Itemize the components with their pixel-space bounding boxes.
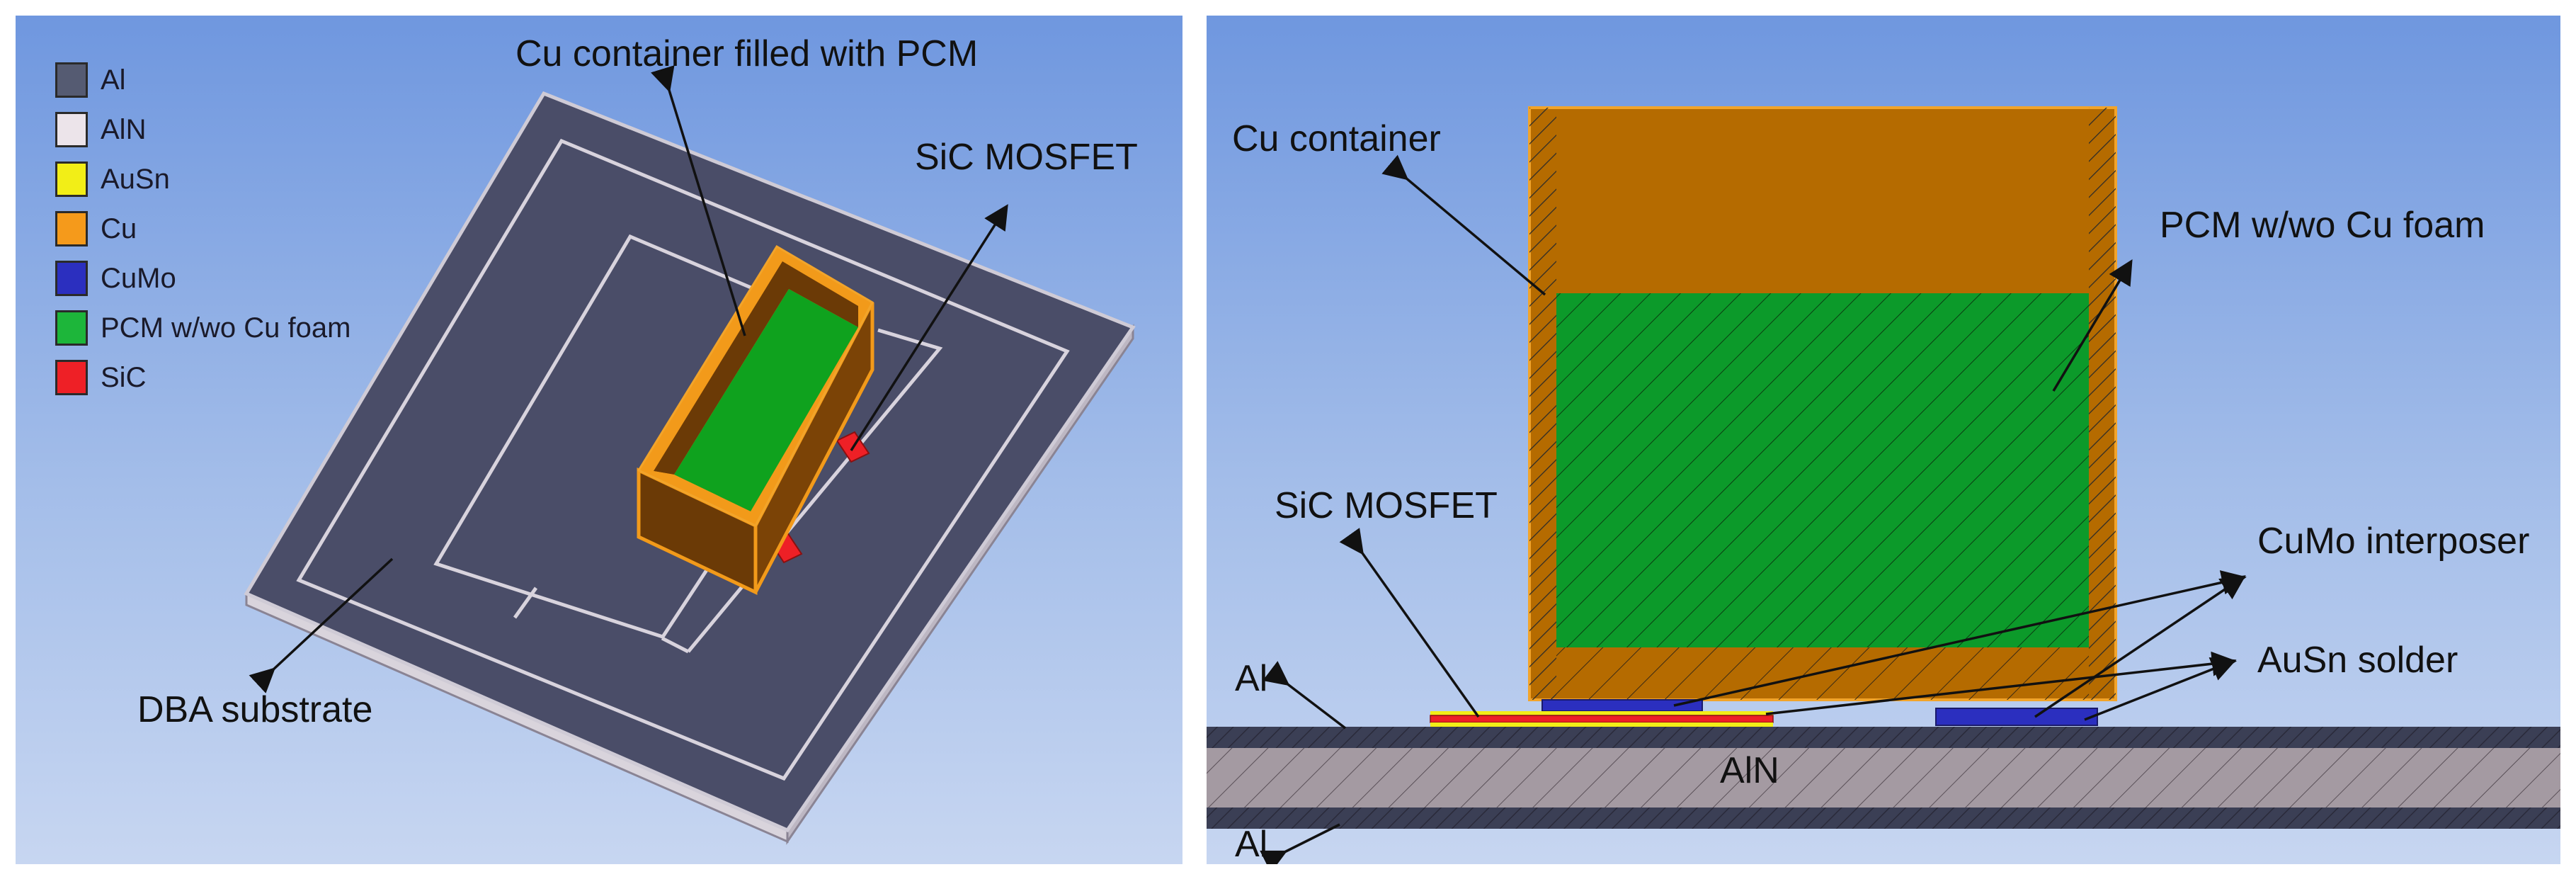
trace-cut-3 xyxy=(661,636,690,654)
legend-swatch xyxy=(55,62,88,98)
cu-wall-right xyxy=(2089,108,2116,700)
legend-swatch xyxy=(55,162,88,197)
cu-wall-left xyxy=(1529,108,1556,700)
pcm-fill-edge xyxy=(654,471,751,517)
isometric-view-panel: Al AlN AuSn Cu CuMo PCM w/wo Cu foam SiC… xyxy=(16,16,1182,864)
legend: Al AlN AuSn Cu CuMo PCM w/wo Cu foam SiC xyxy=(55,55,351,402)
legend-swatch xyxy=(55,310,88,346)
pcm-fill xyxy=(674,289,858,511)
cumo-interposer-2 xyxy=(1935,708,2098,726)
label-cumo-interposer: CuMo interposer xyxy=(2257,521,2530,562)
legend-item: AuSn xyxy=(55,154,351,204)
cu-base-hatch xyxy=(1556,647,2089,700)
al-top-hatch xyxy=(1207,727,2560,748)
leader-cumo-1 xyxy=(1673,570,2247,707)
legend-item: Cu xyxy=(55,204,351,254)
aln-hatch xyxy=(1207,748,2560,808)
legend-item: AlN xyxy=(55,105,351,154)
leader-container xyxy=(651,65,746,336)
leader-ausn-2 xyxy=(2084,657,2237,721)
label-cu-container: Cu container xyxy=(1232,118,1441,159)
label-al-bottom: Al xyxy=(1235,824,1268,864)
label-pcm: PCM w/wo Cu foam xyxy=(2160,205,2485,246)
legend-swatch xyxy=(55,112,88,147)
leader-substrate xyxy=(249,557,394,693)
ausn-solder-top xyxy=(1430,711,1773,715)
trace-cut-2 xyxy=(513,586,538,619)
outer-trace xyxy=(296,138,1070,781)
label-aln: AlN xyxy=(1720,750,1779,791)
leader-mosfet xyxy=(1339,528,1480,718)
legend-swatch xyxy=(55,211,88,246)
legend-label: AlN xyxy=(101,113,147,145)
label-sic-mosfet: SiC MOSFET xyxy=(915,137,1138,178)
leader-ausn-1 xyxy=(1765,651,2237,715)
leader-pcm xyxy=(2052,259,2133,392)
label-sic-mosfet: SiC MOSFET xyxy=(1275,485,1498,526)
label-cu-container-pcm: Cu container filled with PCM xyxy=(515,33,979,74)
label-al-top: Al xyxy=(1235,658,1268,699)
cu-box-inner-wall xyxy=(654,261,858,475)
legend-item: Al xyxy=(55,55,351,105)
cross-section-drawing xyxy=(1207,106,2560,864)
legend-label: AuSn xyxy=(101,163,170,195)
pcm-hatch xyxy=(1556,293,2089,647)
cross-section-panel: Cu container PCM w/wo Cu foam SiC MOSFET… xyxy=(1207,16,2560,864)
al-bottom-hatch xyxy=(1207,808,2560,829)
isometric-drawing xyxy=(244,65,1136,845)
leader-al-bottom xyxy=(1260,823,1340,864)
label-ausn-solder: AuSn solder xyxy=(2257,640,2458,681)
leader-cu-container xyxy=(1381,154,1546,296)
leader-cumo-2 xyxy=(2034,575,2246,718)
legend-label: Al xyxy=(101,64,126,96)
legend-item: SiC xyxy=(55,353,351,402)
legend-item: CuMo xyxy=(55,254,351,303)
legend-label: Cu xyxy=(101,212,137,244)
legend-swatch xyxy=(55,360,88,395)
ausn-solder-bottom xyxy=(1430,722,1773,727)
leader-al-top xyxy=(1263,661,1347,730)
legend-item: PCM w/wo Cu foam xyxy=(55,303,351,353)
sic-mosfet xyxy=(1430,715,1774,723)
legend-label: CuMo xyxy=(101,262,176,294)
label-dba-substrate: DBA substrate xyxy=(137,689,373,730)
legend-label: SiC xyxy=(101,361,147,393)
legend-swatch xyxy=(55,261,88,296)
leader-mosfet xyxy=(850,204,1008,451)
legend-label: PCM w/wo Cu foam xyxy=(101,312,351,344)
